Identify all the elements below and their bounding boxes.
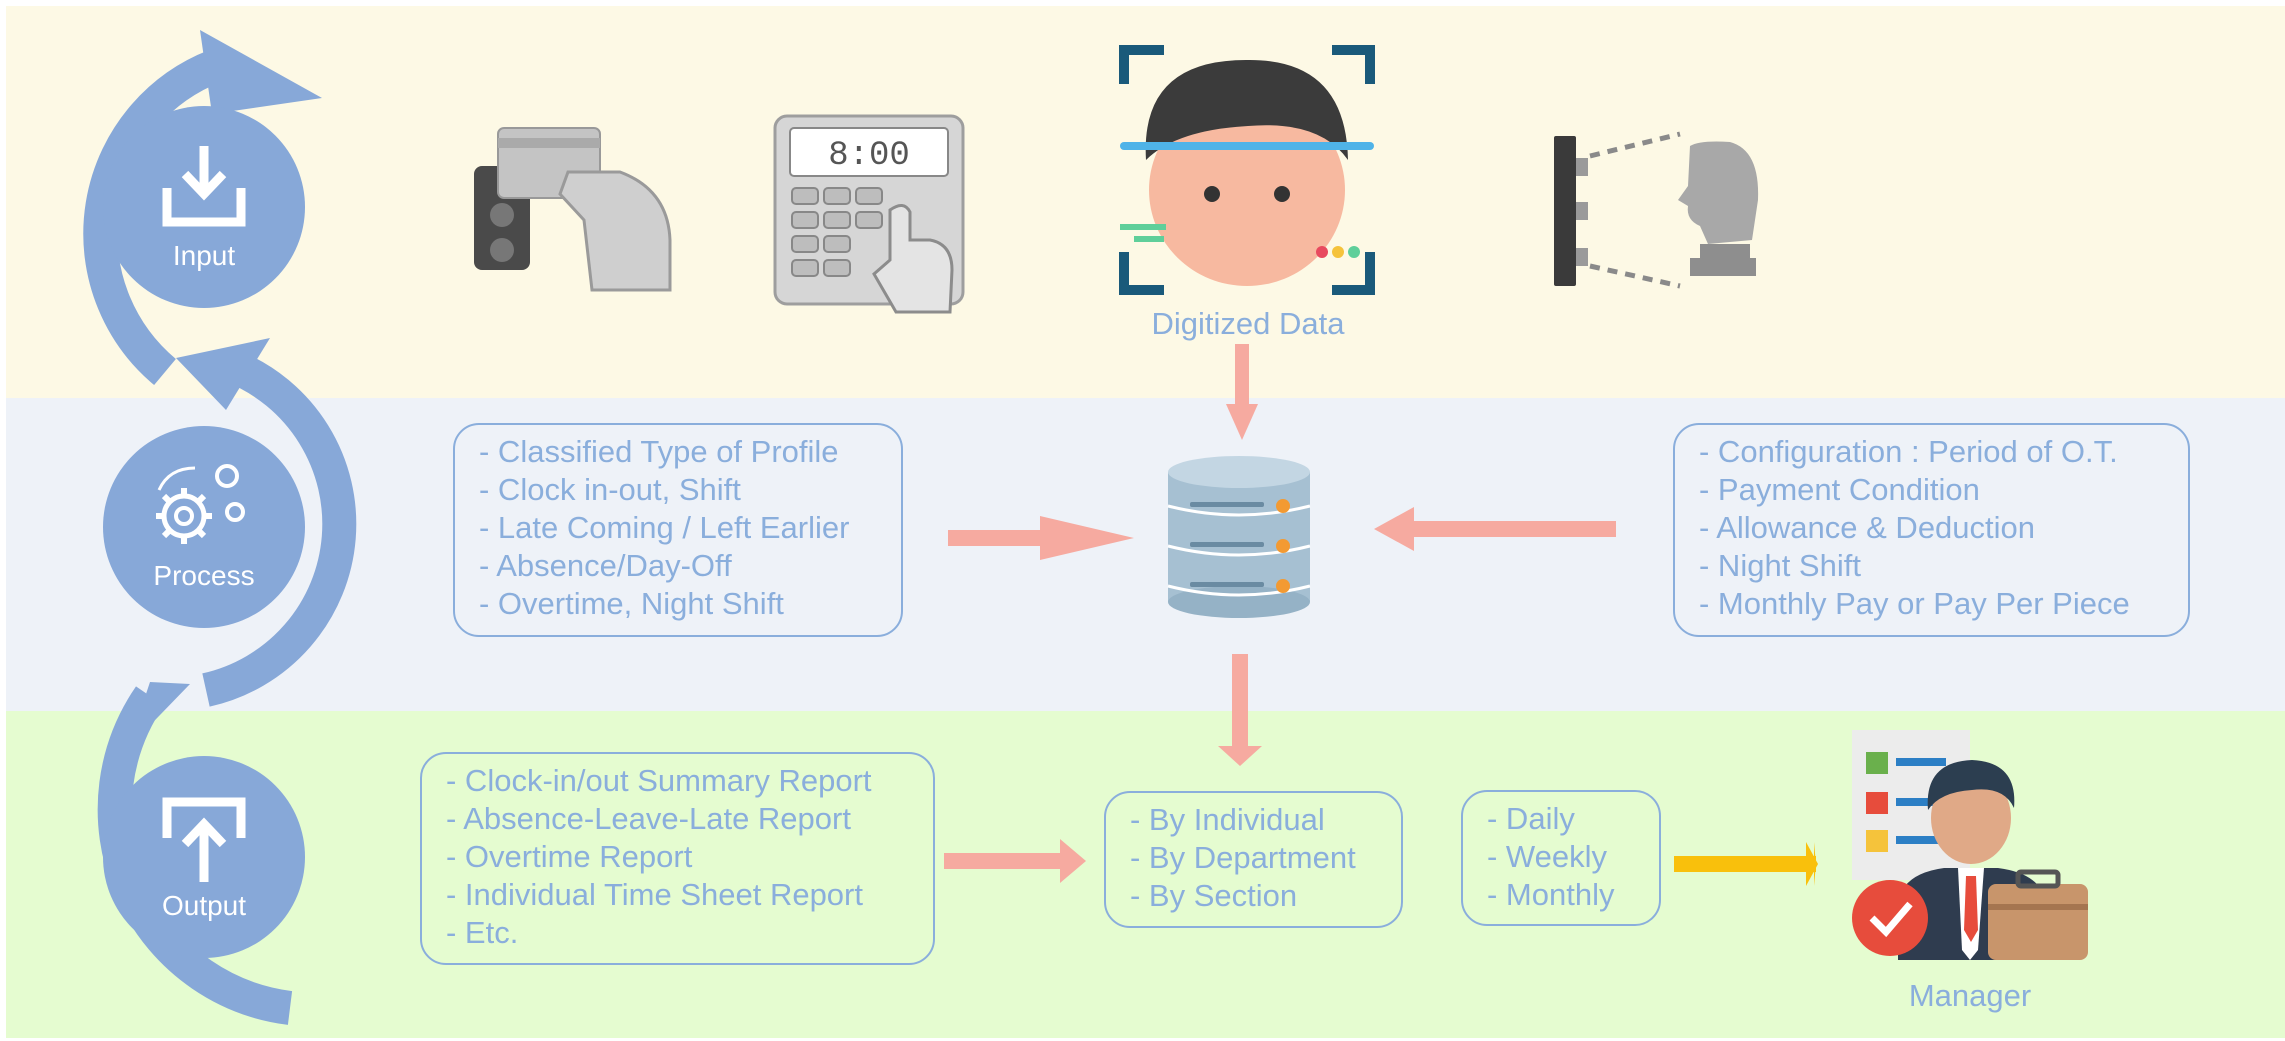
period-line: - Daily	[1487, 801, 1575, 836]
process-band	[6, 398, 2285, 711]
profile-attendance-line: - Late Coming / Left Earlier	[479, 510, 850, 545]
cycle-arc-process	[202, 350, 357, 707]
face-scan-icon	[1119, 45, 1375, 295]
process-stage-label: Process	[153, 560, 255, 591]
gears-icon	[156, 464, 245, 544]
profile-attendance-box: - Classified Type of Profile - Clock in-…	[453, 423, 903, 637]
payroll-configuration-line: - Monthly Pay or Pay Per Piece	[1699, 586, 2130, 621]
grouping-line: - By Individual	[1130, 802, 1325, 837]
input-stage: Input	[103, 106, 305, 308]
cycle-arrowhead-output	[128, 682, 190, 748]
grouping-line: - By Section	[1130, 878, 1298, 913]
cycle-arrowhead-process	[176, 338, 270, 410]
payroll-configuration-line: - Payment Condition	[1699, 472, 1980, 507]
manager-caption: Manager	[1908, 978, 2032, 1013]
report-line: - Absence-Leave-Late Report	[446, 801, 851, 836]
arrow-down-to-database	[1235, 344, 1249, 406]
arrow-left-box-to-database	[948, 530, 1042, 546]
output-stage: Output	[103, 756, 305, 958]
period-box: - Daily - Weekly - Monthly	[1461, 790, 1661, 926]
clock-display: 8:00	[828, 137, 910, 175]
input-stage-label: Input	[172, 240, 236, 271]
upload-icon	[162, 797, 246, 882]
digitized-data-caption: Digitized Data	[1152, 306, 1346, 341]
keypad-time-clock-icon	[773, 114, 965, 314]
arrow-left-box-to-database-head	[1040, 516, 1134, 560]
arrow-reports-to-grouping	[944, 853, 1062, 869]
output-stage-label: Output	[161, 890, 247, 921]
payroll-configuration-box: - Configuration : Period of O.T. - Payme…	[1673, 423, 2190, 637]
arrow-database-to-grouping-head	[1218, 746, 1262, 766]
report-line: - Etc.	[446, 915, 519, 950]
report-line: - Individual Time Sheet Report	[446, 877, 863, 912]
profile-attendance-line: - Clock in-out, Shift	[479, 472, 741, 507]
reports-box: - Clock-in/out Summary Report - Absence-…	[420, 752, 935, 965]
grouping-line: - By Department	[1130, 840, 1356, 875]
payroll-configuration-line: - Night Shift	[1699, 548, 1861, 583]
grouping-box: - By Individual - By Department - By Sec…	[1104, 791, 1403, 928]
payroll-configuration-line: - Allowance & Deduction	[1699, 510, 2036, 545]
arrow-database-to-grouping	[1232, 654, 1248, 748]
arrow-period-to-manager-head	[1806, 842, 1818, 886]
profile-attendance-line: - Classified Type of Profile	[479, 434, 839, 469]
profile-attendance-line: - Absence/Day-Off	[479, 548, 732, 583]
period-line: - Monthly	[1487, 877, 1615, 912]
cycle-arc-input	[83, 50, 222, 386]
card-reader-icon	[474, 127, 672, 292]
arrow-right-box-to-database	[1412, 521, 1616, 537]
manager-icon	[1852, 730, 2088, 960]
database-icon	[1167, 456, 1311, 618]
input-band	[6, 6, 2285, 398]
face-recognition-icon	[1554, 131, 1759, 289]
arrow-reports-to-grouping-head	[1060, 839, 1086, 883]
download-icon	[162, 146, 246, 227]
period-line: - Weekly	[1487, 839, 1608, 874]
profile-attendance-line: - Overtime, Night Shift	[479, 586, 784, 621]
cycle-arrowhead-input	[200, 30, 322, 114]
arrow-period-to-manager	[1674, 856, 1816, 872]
report-line: - Clock-in/out Summary Report	[446, 763, 872, 798]
process-stage: Process	[103, 426, 305, 628]
arrow-right-box-to-database-head	[1374, 507, 1414, 551]
report-line: - Overtime Report	[446, 839, 693, 874]
payroll-configuration-line: - Configuration : Period of O.T.	[1699, 434, 2118, 469]
arrow-down-to-database-head	[1226, 404, 1258, 440]
